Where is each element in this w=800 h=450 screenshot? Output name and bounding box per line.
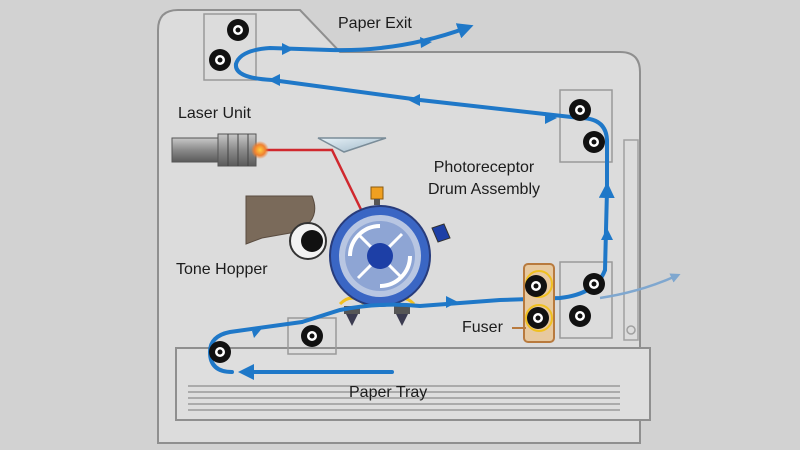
paper-tray-label: Paper Tray (349, 384, 428, 401)
roller-icon (209, 49, 231, 71)
charge-icon (370, 186, 384, 205)
roller-icon (209, 341, 231, 363)
mirror-icon (317, 137, 387, 153)
roller-icon (301, 325, 323, 347)
fuser-label: Fuser (462, 319, 503, 336)
roller-icon (227, 19, 249, 41)
photoreceptor-label-line1: Photoreceptor (433, 159, 535, 176)
roller-icon (583, 131, 605, 153)
roller-icon (527, 307, 549, 329)
roller-icon (583, 273, 605, 295)
roller-housing-top-left (203, 13, 257, 81)
roller-icon (289, 222, 327, 260)
exit-arrow (599, 273, 681, 300)
laser-beam (262, 148, 372, 229)
cleaning-blade-icon (431, 223, 451, 243)
hopper-icon (245, 195, 316, 245)
laser-emitter-icon (171, 133, 269, 167)
paper-exit-label: Paper Exit (338, 15, 412, 32)
paper-tray-box (175, 347, 651, 421)
laser-unit-label: Laser Unit (178, 105, 251, 122)
path-arrows (252, 37, 613, 338)
side-panel (623, 139, 639, 341)
roller-icon (569, 305, 591, 327)
roller-housing-right-top (559, 89, 613, 163)
roller-icon (569, 99, 591, 121)
photoreceptor-label-line2: Drum Assembly (427, 181, 541, 198)
paper-stack (188, 385, 620, 411)
roller-icon (525, 275, 547, 297)
tone-hopper-label: Tone Hopper (176, 261, 268, 278)
rollers-group (209, 19, 605, 363)
drum-icon (329, 205, 431, 307)
